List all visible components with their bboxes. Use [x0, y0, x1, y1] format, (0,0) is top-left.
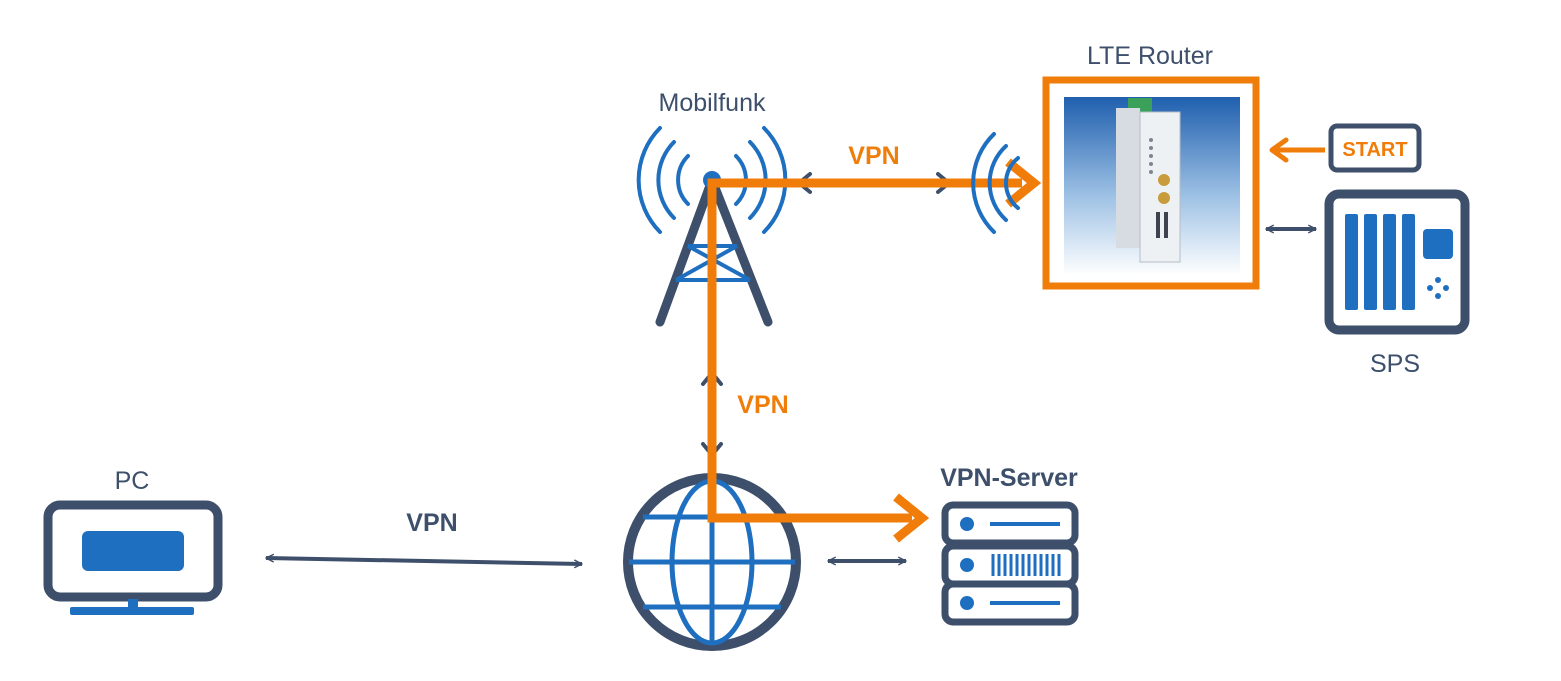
sps-label: SPS — [1370, 350, 1420, 378]
vpn-tunnel-arrowhead-router — [1005, 158, 1042, 208]
start-signal-box — [1328, 123, 1422, 173]
router-signal-icon — [971, 132, 1020, 234]
tower-internet-vpn-label: VPN — [737, 391, 788, 419]
vpn-tunnel-path — [707, 178, 1022, 523]
mobile-label: Mobilfunk — [659, 89, 766, 117]
pc-internet-vpn-label: VPN — [406, 509, 457, 537]
vpn-server-icon — [941, 501, 1079, 626]
start-arrowhead — [1269, 137, 1289, 163]
pc-icon — [43, 500, 223, 615]
pc-label: PC — [115, 467, 150, 495]
sps-plc-icon — [1324, 189, 1470, 335]
vpn-tunnel-arrowhead-server — [893, 493, 930, 543]
vpn-server-label: VPN-Server — [940, 464, 1078, 492]
start-label: START — [1342, 139, 1407, 161]
lte-router-label: LTE Router — [1087, 42, 1213, 70]
lte-router-device-image — [1064, 97, 1240, 275]
pc-internet-link — [265, 553, 583, 569]
tower-router-vpn-label: VPN — [848, 142, 899, 170]
